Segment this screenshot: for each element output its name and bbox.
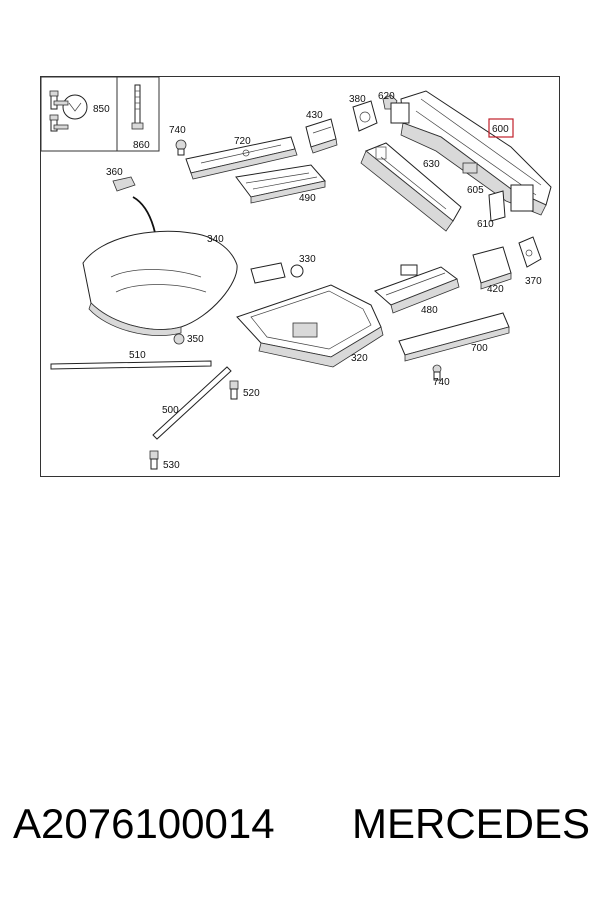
part-605-block xyxy=(462,162,478,174)
callout-480: 480 xyxy=(421,305,438,316)
callout-490: 490 xyxy=(299,193,316,204)
exploded-view-drawing: 850 860 740 720 430 380 620 600 630 605 … xyxy=(41,77,552,471)
callout-630: 630 xyxy=(423,159,440,170)
callout-330: 330 xyxy=(299,254,316,265)
callout-605: 605 xyxy=(467,185,484,196)
part-number: A2076100014 xyxy=(13,800,275,847)
part-630-energy-absorber xyxy=(360,142,462,232)
part-610-plate xyxy=(488,190,506,222)
callout-740-upper: 740 xyxy=(169,125,186,136)
callout-740-lower: 740 xyxy=(433,377,450,388)
part-530-bolt xyxy=(149,450,159,470)
callout-360: 360 xyxy=(106,167,123,178)
part-340-underbody-panel xyxy=(82,230,238,336)
part-860-illustration xyxy=(131,84,144,130)
callout-860: 860 xyxy=(133,140,150,151)
part-720-crossmember xyxy=(185,136,298,180)
inset-box-860 xyxy=(116,77,160,152)
callout-520: 520 xyxy=(243,388,260,399)
callout-500: 500 xyxy=(162,405,179,416)
callout-430: 430 xyxy=(306,110,323,121)
callout-510: 510 xyxy=(129,350,146,361)
part-850-illustration xyxy=(49,90,88,132)
part-500-strut xyxy=(152,366,232,440)
parts-diagram: 850 860 740 720 430 380 620 600 630 605 … xyxy=(40,76,560,477)
callout-380: 380 xyxy=(349,94,366,105)
part-320-trunk-floor-tray xyxy=(236,284,384,368)
part-740-upper-screw xyxy=(175,139,187,156)
callout-610: 610 xyxy=(477,219,494,230)
callout-370: 370 xyxy=(525,276,542,287)
part-350-clip xyxy=(173,333,185,345)
highlight-box-600 xyxy=(488,118,514,138)
product-caption: A2076100014 MERCEDES xyxy=(0,800,600,870)
part-480-crossmember xyxy=(374,264,460,314)
callout-530: 530 xyxy=(163,460,180,471)
part-520-bolt xyxy=(229,380,239,400)
brand-name: MERCEDES xyxy=(352,800,591,847)
part-380-mount xyxy=(352,100,378,132)
callout-720: 720 xyxy=(234,136,251,147)
callout-420: 420 xyxy=(487,284,504,295)
part-510-rod xyxy=(50,360,212,370)
callout-320: 320 xyxy=(351,353,368,364)
part-740-lower-screw xyxy=(432,364,442,381)
callout-850: 850 xyxy=(93,104,110,115)
part-420-bracket xyxy=(472,246,512,290)
inset-fastener-boxes xyxy=(41,77,160,152)
part-370-bracket xyxy=(518,236,542,268)
part-430-bracket xyxy=(305,118,338,154)
callout-350: 350 xyxy=(187,334,204,345)
part-490-bracket xyxy=(235,164,326,204)
callout-340: 340 xyxy=(207,234,224,245)
callout-620: 620 xyxy=(378,91,395,102)
part-330-cartridge xyxy=(250,262,304,284)
part-700-rail xyxy=(398,312,510,362)
callout-600: 600 xyxy=(492,124,509,135)
callout-700: 700 xyxy=(471,343,488,354)
